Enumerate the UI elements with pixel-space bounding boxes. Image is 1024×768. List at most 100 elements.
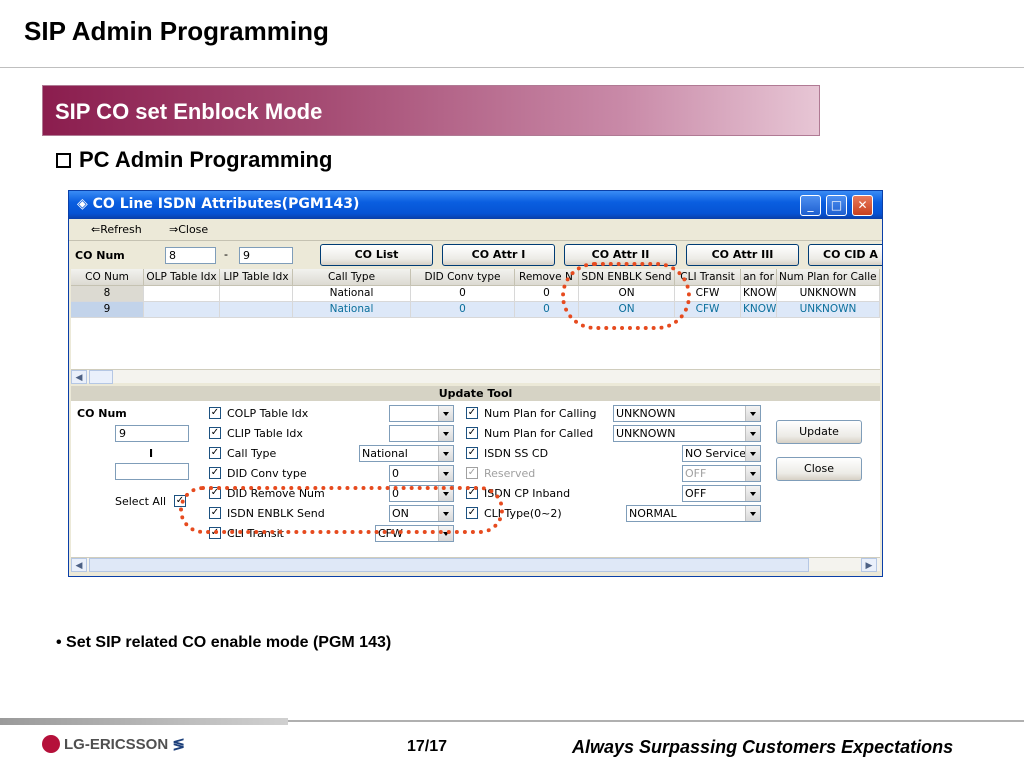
tab-co-attr-3[interactable]: CO Attr III — [686, 244, 799, 266]
footer-line — [288, 720, 1024, 722]
column-header[interactable]: CO Num — [71, 269, 144, 286]
table-cell[interactable] — [220, 286, 293, 302]
scroll-right-icon[interactable]: ▶ — [861, 558, 877, 572]
chevron-down-icon[interactable] — [745, 506, 760, 521]
refresh-button[interactable]: ⇐Refresh — [91, 223, 142, 236]
minimize-button[interactable]: _ — [800, 195, 821, 216]
did-conv-select[interactable]: 0 — [389, 465, 454, 482]
call-type-label: Call Type — [227, 447, 277, 460]
column-header[interactable]: DID Conv type — [411, 269, 515, 286]
table-cell[interactable] — [144, 302, 220, 318]
chevron-down-icon[interactable] — [438, 466, 453, 481]
toolbar-close-button[interactable]: ⇒Close — [169, 223, 209, 236]
num-plan-called-select[interactable]: UNKNOWN — [613, 425, 761, 442]
update-co-num-label: CO Num — [77, 407, 127, 420]
scroll-thumb[interactable] — [89, 370, 113, 384]
table-row[interactable]: 8 — [71, 286, 144, 302]
did-remove-label: DID Remove Num — [227, 487, 325, 500]
chevron-down-icon[interactable] — [438, 446, 453, 461]
update-co-num-input[interactable]: 9 — [115, 425, 189, 442]
reserved-checkbox: ✓ — [466, 467, 478, 479]
column-header[interactable]: Num Plan for Calle — [777, 269, 880, 286]
isdn-ss-cd-checkbox[interactable]: ✓ — [466, 447, 478, 459]
close-window-button[interactable]: ✕ — [852, 195, 873, 216]
section-title: SIP CO set Enblock Mode — [55, 99, 323, 124]
table-cell[interactable]: CFW — [675, 302, 741, 318]
attributes-grid: CO Num OLP Table Idx LIP Table Idx Call … — [71, 269, 880, 369]
scroll-left-icon[interactable]: ◀ — [71, 370, 87, 384]
app-window: ◈ CO Line ISDN Attributes(PGM143) _ □ ✕ … — [68, 190, 883, 577]
num-plan-calling-label: Num Plan for Calling — [484, 407, 597, 420]
refresh-icon: ⇐ — [91, 223, 101, 236]
chevron-down-icon[interactable] — [745, 446, 760, 461]
title-divider — [0, 67, 1024, 68]
table-row[interactable]: 9 — [71, 302, 144, 318]
table-cell[interactable]: 0 — [411, 302, 515, 318]
footer-tagline: Always Surpassing Customers Expectations — [572, 737, 954, 757]
column-header[interactable]: LIP Table Idx — [220, 269, 293, 286]
logo-text: LG-ERICSSON — [64, 736, 169, 753]
subheading: PC Admin Programming — [56, 147, 332, 173]
maximize-icon: □ — [830, 198, 843, 212]
toolbar: ⇐Refresh ⇒Close — [69, 219, 882, 241]
close-button[interactable]: Close — [776, 457, 862, 481]
chevron-down-icon[interactable] — [745, 426, 760, 441]
table-cell[interactable]: National — [293, 302, 411, 318]
column-header[interactable]: Call Type — [293, 269, 411, 286]
panel-horizontal-scrollbar[interactable]: ◀ ▶ — [71, 557, 880, 572]
tab-co-cid[interactable]: CO CID A — [808, 244, 882, 266]
range-separator: - — [224, 247, 228, 261]
checkbox-bullet-icon — [56, 153, 71, 168]
table-cell[interactable]: UNKNOWN — [777, 286, 880, 302]
update-co-num-to-input[interactable] — [115, 463, 189, 480]
clip-table-select[interactable] — [389, 425, 454, 442]
isdn-enblk-select[interactable]: ON — [389, 505, 454, 522]
column-header[interactable]: CLI Transit — [675, 269, 741, 286]
co-num-from-input[interactable]: 8 — [165, 247, 216, 264]
column-header[interactable]: an for — [741, 269, 777, 286]
did-conv-label: DID Conv type — [227, 467, 307, 480]
table-cell[interactable]: KNOW — [741, 286, 777, 302]
table-cell[interactable] — [144, 286, 220, 302]
chevron-down-icon[interactable] — [745, 406, 760, 421]
num-plan-calling-select[interactable]: UNKNOWN — [613, 405, 761, 422]
num-plan-calling-checkbox[interactable]: ✓ — [466, 407, 478, 419]
grid-horizontal-scrollbar[interactable]: ◀ — [71, 369, 880, 384]
isdn-enblk-label: ISDN ENBLK Send — [227, 507, 325, 520]
window-titlebar[interactable]: ◈ CO Line ISDN Attributes(PGM143) _ □ ✕ — [69, 191, 882, 219]
scroll-left-icon[interactable]: ◀ — [71, 558, 87, 572]
call-type-select[interactable]: National — [359, 445, 454, 462]
chevron-down-icon[interactable] — [438, 506, 453, 521]
table-cell[interactable]: UNKNOWN — [777, 302, 880, 318]
isdn-ss-cd-select[interactable]: NO Service — [682, 445, 761, 462]
cli-type-select[interactable]: NORMAL — [626, 505, 761, 522]
did-conv-checkbox[interactable]: ✓ — [209, 467, 221, 479]
scroll-thumb[interactable] — [89, 558, 809, 572]
table-cell[interactable]: National — [293, 286, 411, 302]
clip-table-label: CLIP Table Idx — [227, 427, 303, 440]
colp-table-checkbox[interactable]: ✓ — [209, 407, 221, 419]
column-header[interactable]: OLP Table Idx — [144, 269, 220, 286]
tab-co-attr-1[interactable]: CO Attr I — [442, 244, 555, 266]
num-plan-called-label: Num Plan for Called — [484, 427, 594, 440]
clip-table-checkbox[interactable]: ✓ — [209, 427, 221, 439]
tab-co-list[interactable]: CO List — [320, 244, 433, 266]
table-cell[interactable]: KNOW — [741, 302, 777, 318]
chevron-down-icon[interactable] — [438, 406, 453, 421]
call-type-checkbox[interactable]: ✓ — [209, 447, 221, 459]
chevron-down-icon[interactable] — [438, 426, 453, 441]
update-tool-header: Update Tool — [71, 386, 880, 401]
co-num-to-input[interactable]: 9 — [239, 247, 293, 264]
table-cell[interactable] — [220, 302, 293, 318]
company-logo: LG-ERICSSON ≶ — [42, 735, 185, 753]
table-cell[interactable]: 0 — [411, 286, 515, 302]
isdn-cp-inband-select[interactable]: OFF — [682, 485, 761, 502]
num-plan-called-checkbox[interactable]: ✓ — [466, 427, 478, 439]
update-button[interactable]: Update — [776, 420, 862, 444]
update-range-separator: I — [149, 447, 154, 460]
chevron-down-icon[interactable] — [745, 486, 760, 501]
colp-table-select[interactable] — [389, 405, 454, 422]
maximize-button[interactable]: □ — [826, 195, 847, 216]
ericsson-logo-icon: ≶ — [172, 736, 185, 753]
table-cell[interactable]: CFW — [675, 286, 741, 302]
